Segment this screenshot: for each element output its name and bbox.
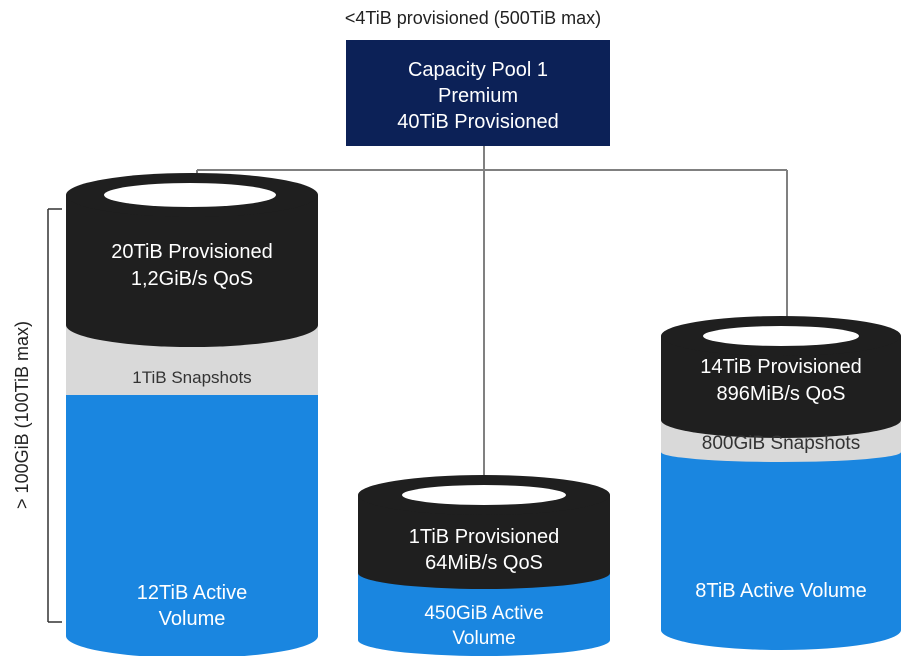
volume-1-snapshots: 1TiB Snapshots bbox=[132, 368, 251, 387]
size-bracket bbox=[47, 208, 62, 623]
volume-3-top-opening bbox=[703, 326, 859, 346]
volume-3-provisioned: 14TiB Provisioned bbox=[700, 356, 862, 378]
capacity-pool-box bbox=[346, 40, 610, 146]
volume-3: 14TiB Provisioned 896MiB/s QoS 800GiB Sn… bbox=[661, 316, 901, 650]
volume-1-active-line1: 12TiB Active bbox=[137, 582, 247, 604]
volume-3-active-segment bbox=[661, 452, 901, 650]
volume-1: 20TiB Provisioned 1,2GiB/s QoS 1TiB Snap… bbox=[66, 173, 318, 656]
volume-2-provisioned: 1TiB Provisioned bbox=[409, 526, 559, 548]
pool-tier: Premium bbox=[438, 85, 518, 107]
volume-3-active: 8TiB Active Volume bbox=[695, 580, 867, 602]
volume-1-active-segment bbox=[66, 395, 318, 656]
volume-2-top-opening bbox=[402, 485, 566, 505]
volume-2-active-segment bbox=[358, 573, 610, 656]
volume-2-active-line1: 450GiB Active bbox=[424, 603, 543, 624]
volume-2: 1TiB Provisioned 64MiB/s QoS 450GiB Acti… bbox=[358, 475, 610, 656]
volume-3-snapshots: 800GiB Snapshots bbox=[702, 433, 860, 454]
volume-3-qos: 896MiB/s QoS bbox=[717, 383, 846, 405]
volume-2-provisioned-segment bbox=[358, 495, 610, 589]
volume-2-qos: 64MiB/s QoS bbox=[425, 552, 543, 574]
volume-1-provisioned: 20TiB Provisioned bbox=[111, 241, 273, 263]
pool-name: Capacity Pool 1 bbox=[408, 59, 548, 81]
volume-1-top-opening bbox=[104, 183, 276, 207]
volume-1-provisioned-segment bbox=[66, 195, 318, 347]
volume-2-active-line2: Volume bbox=[452, 628, 515, 649]
volume-1-active-line2: Volume bbox=[159, 608, 226, 630]
pool-provisioned: 40TiB Provisioned bbox=[397, 111, 559, 133]
volume-3-provisioned-segment bbox=[661, 336, 901, 438]
volume-size-range-label: > 100GiB (100TiB max) bbox=[12, 321, 32, 509]
volume-1-qos: 1,2GiB/s QoS bbox=[131, 268, 253, 290]
header-caption: <4TiB provisioned (500TiB max) bbox=[345, 8, 601, 28]
